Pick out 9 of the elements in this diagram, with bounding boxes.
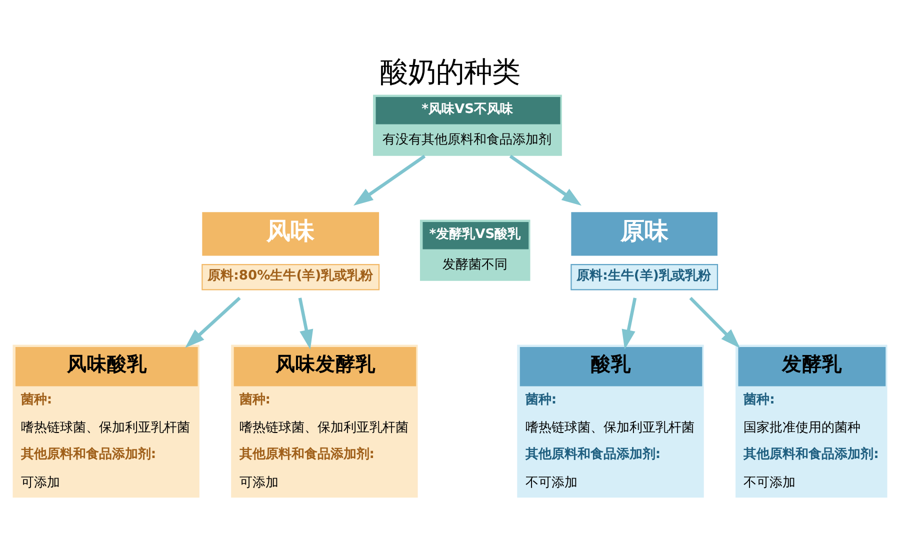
arrow bbox=[509, 154, 582, 206]
arrow bbox=[185, 296, 241, 348]
diagram-title: 酸奶的种类 bbox=[380, 54, 520, 88]
arrow bbox=[353, 154, 426, 206]
node-label: 原料:80%生牛(羊)乳或乳粉 bbox=[208, 268, 374, 283]
node-label: 原料:生牛(羊)乳或乳粉 bbox=[576, 268, 711, 283]
arrow bbox=[622, 297, 637, 349]
arrow bbox=[298, 297, 314, 349]
arrow bbox=[689, 296, 740, 348]
